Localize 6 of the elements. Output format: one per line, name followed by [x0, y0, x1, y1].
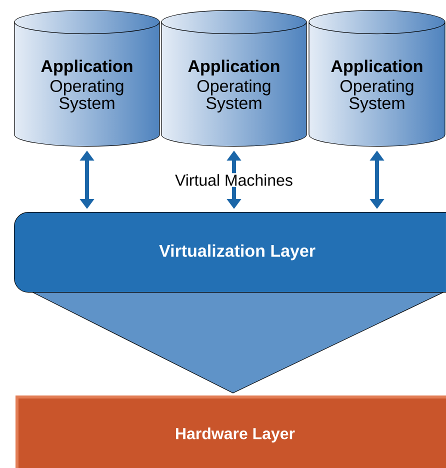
cylinder: Application Operating System: [161, 10, 307, 147]
layer-bar: Virtualization Layer: [14, 212, 446, 293]
layer-bar: Hardware Layer: [16, 396, 446, 468]
cylinder: Application Operating System: [308, 10, 446, 147]
cylinder: Application Operating System: [14, 10, 160, 147]
layer-label: Virtual Machines: [174, 173, 294, 187]
